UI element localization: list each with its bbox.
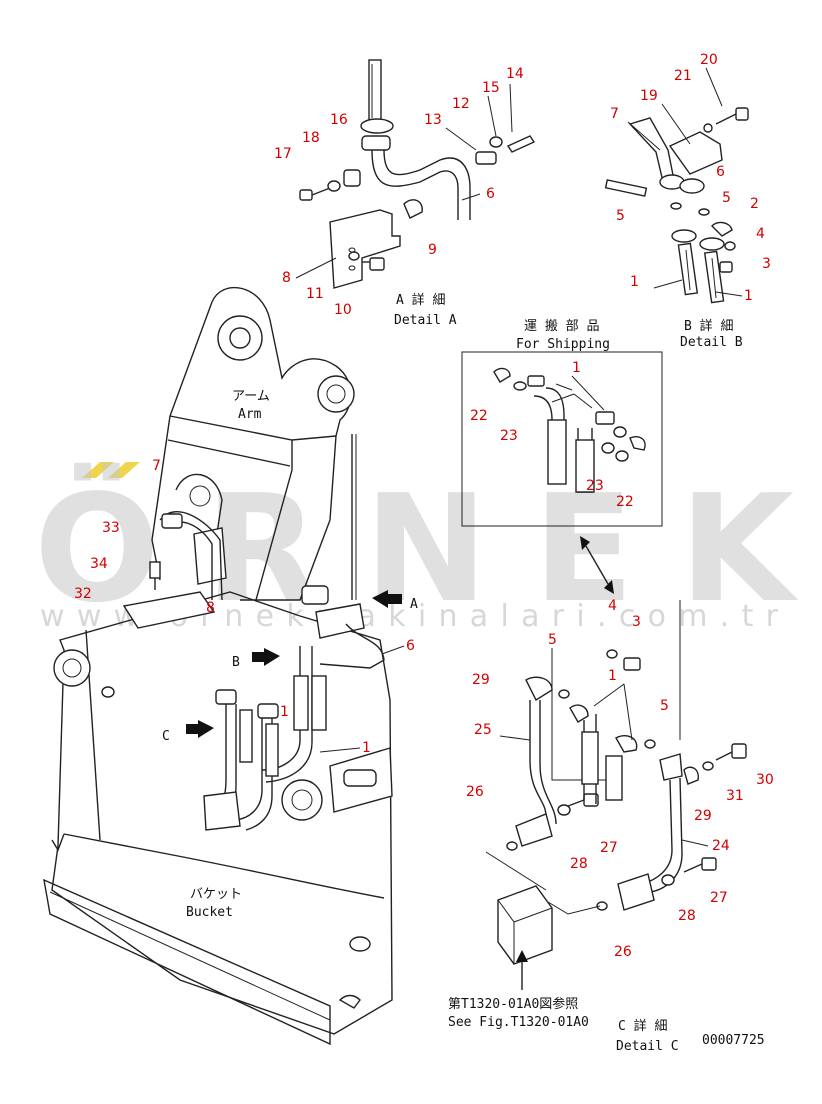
detail-b-title-en: Detail B <box>680 335 743 350</box>
view-c-arrow-icon <box>186 720 214 738</box>
shipping-title-jp: 運 搬 部 品 <box>524 319 599 334</box>
callout-number: 27 <box>600 840 618 856</box>
callouts: 20 21 19 7 6 5 5 2 4 3 1 1 14 15 12 13 1… <box>74 52 774 960</box>
callout-number: 1 <box>362 740 371 756</box>
callout-number: 16 <box>330 112 348 128</box>
detail-b-assembly <box>604 107 749 304</box>
callout-number: 8 <box>206 600 215 616</box>
arm-and-bucket-assembly <box>43 287 393 1046</box>
view-a-arrow-icon <box>372 590 402 608</box>
callout-number: 31 <box>726 788 744 804</box>
callout-number: 22 <box>470 408 488 424</box>
callout-number: 14 <box>506 66 524 82</box>
callout-number: 6 <box>486 186 495 202</box>
callout-number: 7 <box>152 458 161 474</box>
detail-b-title-jp: B 詳 細 <box>684 318 733 334</box>
callout-number: 18 <box>302 130 320 146</box>
callout-number: 15 <box>482 80 500 96</box>
callout-number: 28 <box>678 908 696 924</box>
callout-number: 24 <box>712 838 730 854</box>
callout-number: 32 <box>74 586 92 602</box>
callout-number: 3 <box>632 614 641 630</box>
callout-number: 12 <box>452 96 470 112</box>
drawing-number: 00007725 <box>702 1033 765 1048</box>
detail-c-title-jp: C 詳 細 <box>618 1018 667 1034</box>
callout-number: 29 <box>694 808 712 824</box>
detail-a-assembly <box>299 59 536 289</box>
callout-number: 30 <box>756 772 774 788</box>
callout-number: 6 <box>406 638 415 654</box>
callout-number: 7 <box>610 106 619 122</box>
leader-lines <box>295 67 743 847</box>
detail-c-title-en: Detail C <box>616 1039 679 1054</box>
bucket-label-en: Bucket <box>186 905 233 920</box>
callout-number: 5 <box>660 698 669 714</box>
callout-number: 1 <box>280 704 289 720</box>
callout-number: 23 <box>500 428 518 444</box>
callout-number: 27 <box>710 890 728 906</box>
for-shipping-box <box>461 351 663 527</box>
callout-number: 21 <box>674 68 692 84</box>
view-a-label: A <box>410 597 418 612</box>
callout-number: 5 <box>548 632 557 648</box>
callout-number: 25 <box>474 722 492 738</box>
see-fig-jp: 第T1320-01A0図参照 <box>448 996 578 1012</box>
callout-number: 1 <box>630 274 639 290</box>
detail-a-title-jp: A 詳 細 <box>396 292 445 308</box>
callout-number: 1 <box>608 668 617 684</box>
bucket-label-jp: バケット <box>190 887 242 902</box>
captions: A 詳 細 Detail A B 詳 細 Detail B 運 搬 部 品 Fo… <box>162 292 765 1054</box>
view-b-label: B <box>232 655 240 670</box>
detail-c-assembly <box>485 600 747 990</box>
callout-number: 4 <box>608 598 617 614</box>
view-c-label: C <box>162 729 170 744</box>
callout-number: 6 <box>716 164 725 180</box>
view-arrows <box>186 590 402 738</box>
callout-number: 10 <box>334 302 352 318</box>
callout-number: 11 <box>306 286 324 302</box>
shipping-title-en: For Shipping <box>516 337 610 352</box>
callout-number: 3 <box>762 256 771 272</box>
arm-label-jp: アーム <box>232 389 270 404</box>
callout-number: 26 <box>466 784 484 800</box>
callout-number: 8 <box>282 270 291 286</box>
callout-number: 26 <box>614 944 632 960</box>
callout-number: 1 <box>572 360 581 376</box>
callout-number: 28 <box>570 856 588 872</box>
callout-number: 33 <box>102 520 120 536</box>
callout-number: 29 <box>472 672 490 688</box>
callout-number: 5 <box>722 190 731 206</box>
callout-number: 17 <box>274 146 292 162</box>
detail-a-title-en: Detail A <box>394 313 457 328</box>
callout-number: 34 <box>90 556 108 572</box>
callout-number: 9 <box>428 242 437 258</box>
callout-number: 19 <box>640 88 658 104</box>
arm-label-en: Arm <box>238 407 262 422</box>
view-b-arrow-icon <box>252 648 280 666</box>
callout-number: 2 <box>750 196 759 212</box>
callout-number: 23 <box>586 478 604 494</box>
callout-number: 22 <box>616 494 634 510</box>
callout-number: 1 <box>744 288 753 304</box>
exchange-arrow-icon <box>580 536 614 594</box>
callout-number: 5 <box>616 208 625 224</box>
callout-number: 20 <box>700 52 718 68</box>
callout-number: 4 <box>756 226 765 242</box>
see-fig-en: See Fig.T1320-01A0 <box>448 1015 589 1030</box>
callout-number: 13 <box>424 112 442 128</box>
